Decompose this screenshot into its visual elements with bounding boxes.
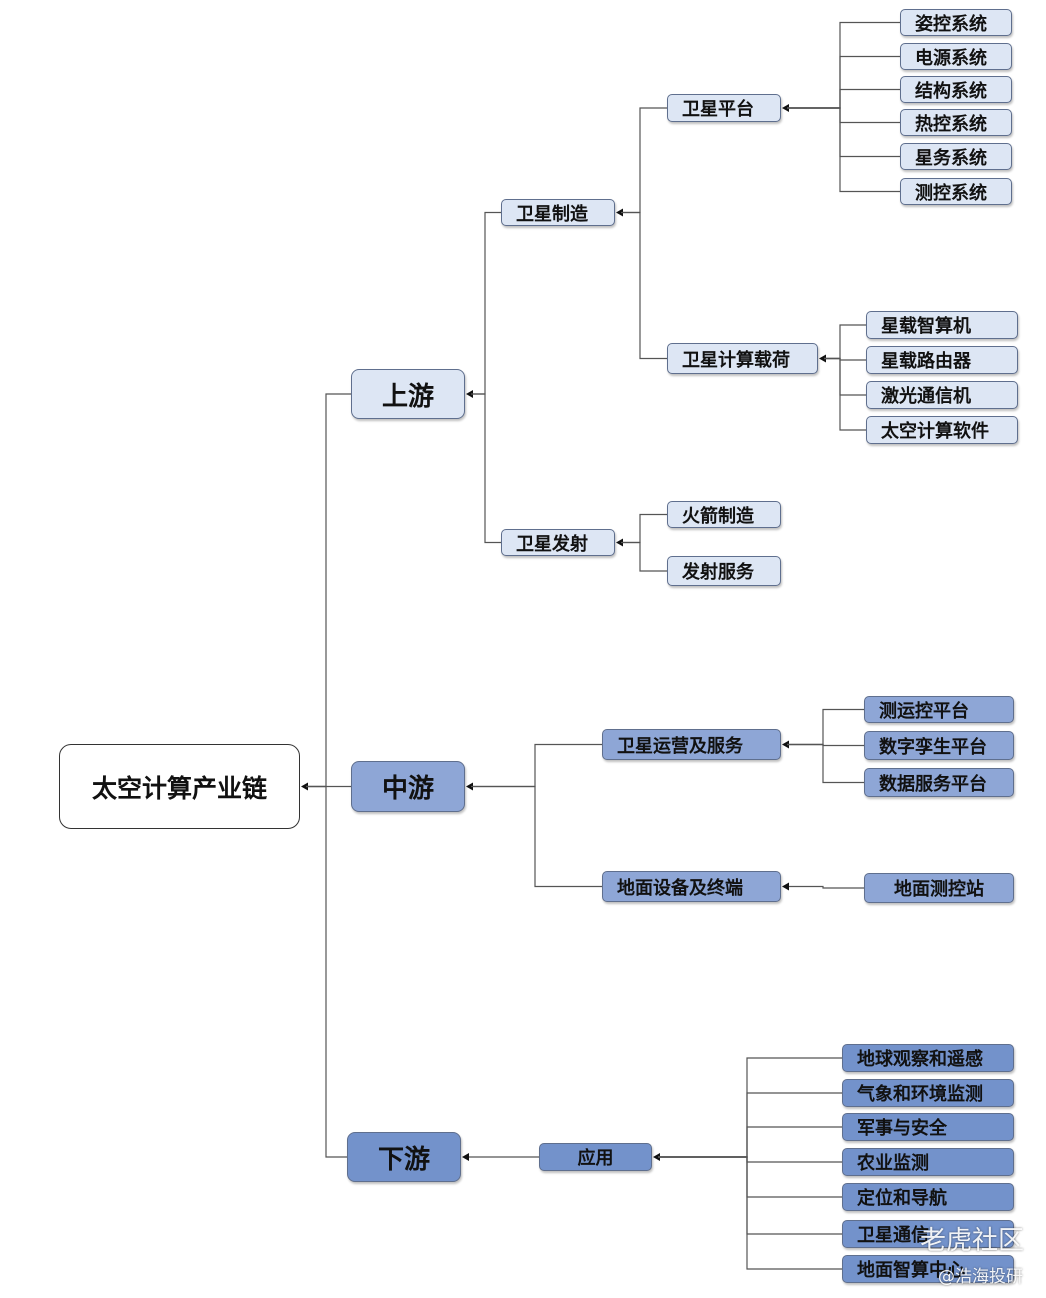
application-item-node: 军事与安全 [842,1113,1014,1141]
connector-line [658,1156,842,1270]
connector-line [658,1156,842,1198]
payload-component-node: 激光通信机 [866,381,1018,409]
arrowhead-icon [782,104,789,112]
connector-line [824,357,866,431]
downstream-node: 下游 [347,1132,461,1182]
connector-line [787,107,900,158]
connector-line [824,324,866,360]
connector-line [658,1126,842,1158]
application-item-node: 定位和导航 [842,1183,1014,1211]
connector-line [658,1092,842,1158]
launch-service-node: 发射服务 [667,556,781,586]
arrowhead-icon [462,1153,469,1161]
application-item-node: 地面智算中心 [842,1255,1014,1283]
arrowhead-icon [653,1153,660,1161]
arrowhead-icon [616,208,623,217]
arrowhead-icon [466,782,473,791]
platform-subsystem-node: 电源系统 [900,43,1012,70]
application-item-node: 地球观察和遥感 [842,1044,1014,1072]
platform-subsystem-node: 姿控系统 [900,9,1012,36]
satellite-operations-node: 卫星运营及服务 [602,729,781,760]
arrowhead-icon [466,390,473,398]
satellite-manufacturing-node: 卫星制造 [501,199,615,226]
connector-line [621,541,667,572]
connector-line [787,885,864,889]
connector-line [658,1057,842,1158]
connector-line [787,88,900,109]
watermark-site: 老虎社区 [920,1226,1025,1256]
connector-line [787,743,864,784]
platform-subsystem-node: 测控系统 [900,178,1012,205]
upstream-node: 上游 [351,369,465,419]
platform-subsystem-node: 星务系统 [900,143,1012,170]
connector-line [658,1156,842,1163]
application-item-node: 农业监测 [842,1148,1014,1176]
platform-subsystem-node: 热控系统 [900,109,1012,136]
operations-platform-node: 数据服务平台 [864,768,1014,797]
application-item-node: 卫星通信 [842,1220,1014,1248]
midstream-node: 中游 [351,761,465,812]
rocket-manufacturing-node: 火箭制造 [667,501,781,528]
arrowhead-icon [301,782,308,791]
connector-line [621,107,667,214]
satellite-launch-node: 卫星发射 [501,529,615,556]
connector-line [787,107,900,124]
connector-line [471,393,501,544]
ground-equipment-node: 地面设备及终端 [602,871,781,902]
application-node: 应用 [539,1143,652,1171]
arrowhead-icon [782,740,789,749]
connector-line [787,708,864,746]
connector-line [471,785,602,888]
connector-line [621,211,667,360]
connector-line [824,357,866,396]
application-item-node: 气象和环境监测 [842,1079,1014,1107]
connector-line [621,513,667,544]
connector-line [787,107,900,193]
payload-component-node: 星载路由器 [866,346,1018,374]
connector-line [658,1156,842,1235]
connector-line [787,21,900,109]
platform-subsystem-node: 结构系统 [900,76,1012,103]
connector-line [471,211,501,395]
root-node: 太空计算产业链 [59,744,300,829]
connector-line [306,393,351,788]
satellite-payload-node: 卫星计算载荷 [667,343,818,374]
arrowhead-icon [782,882,789,891]
arrowhead-icon [616,538,623,547]
arrowhead-icon [819,354,826,363]
operations-platform-node: 测运控平台 [864,696,1014,723]
payload-component-node: 星载智算机 [866,311,1018,339]
satellite-platform-node: 卫星平台 [667,94,781,122]
connector-line [471,743,602,788]
payload-component-node: 太空计算软件 [866,416,1018,444]
operations-platform-node: 数字孪生平台 [864,731,1014,760]
connector-line [787,55,900,109]
connector-line [306,785,347,1158]
ground-station-node: 地面测控站 [864,873,1014,903]
watermark-author: @浩海投研 [938,1267,1023,1287]
